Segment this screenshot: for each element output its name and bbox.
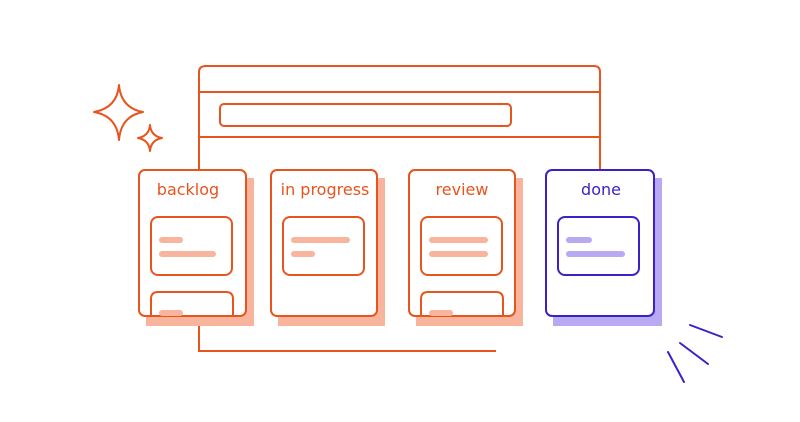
column-review: review [408, 169, 523, 326]
burst-line [667, 351, 685, 383]
burst-lines-icon [667, 324, 723, 383]
task-line [159, 310, 183, 316]
column-label-in-progress: in progress [281, 180, 370, 199]
task-card-partial [420, 291, 504, 317]
window-bottom-edge [198, 320, 496, 352]
task-card [420, 216, 503, 276]
task-card [557, 216, 640, 276]
task-line [429, 310, 453, 316]
column-label-done: done [581, 180, 621, 199]
burst-line [679, 342, 709, 365]
task-line [429, 237, 488, 243]
task-line [429, 251, 488, 257]
column-label-review: review [436, 180, 489, 199]
task-card-partial [150, 291, 234, 317]
task-line [291, 251, 315, 257]
column-in-progress: in progress [270, 169, 385, 326]
column-label-backlog: backlog [157, 180, 219, 199]
column-done: done [545, 169, 662, 326]
browser-window [198, 65, 601, 352]
window-outline [198, 65, 601, 172]
task-line [566, 251, 625, 257]
address-bar [219, 103, 512, 127]
task-line [291, 237, 350, 243]
sparkle-icon [93, 84, 163, 152]
task-line [159, 251, 216, 257]
task-line [159, 237, 183, 243]
column-backlog: backlog [138, 169, 254, 326]
burst-line [689, 324, 723, 338]
task-line [566, 237, 592, 243]
sparkle-small-icon [137, 124, 163, 152]
task-card [282, 216, 365, 276]
task-card [150, 216, 233, 276]
sparkle-large-icon [93, 84, 144, 141]
